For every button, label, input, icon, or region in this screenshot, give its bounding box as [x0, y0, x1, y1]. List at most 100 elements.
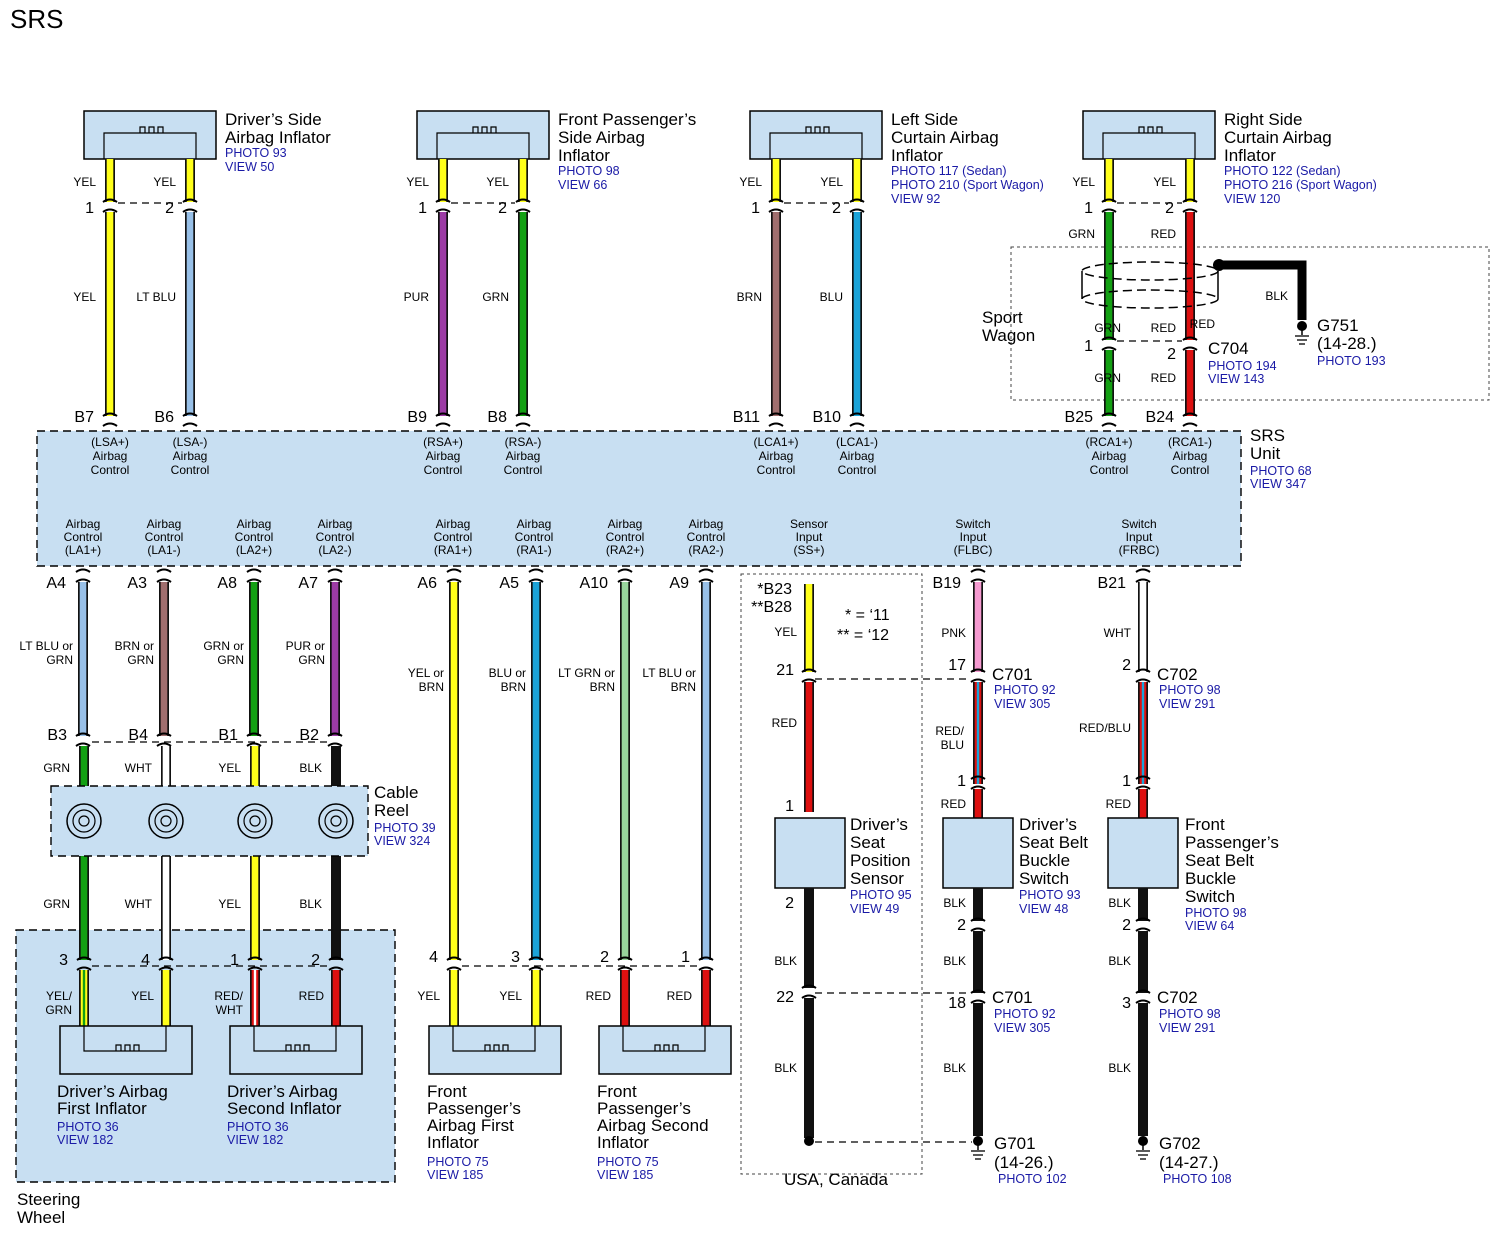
- note-11: * = ‘11: [845, 607, 890, 624]
- wire-color-label: GRN: [1094, 371, 1121, 385]
- passenger_buckle-connector-cap: [1135, 678, 1151, 683]
- wire-lower: [450, 970, 458, 1026]
- c704-name: C704: [1208, 339, 1249, 358]
- wire-color-label: RED: [1190, 317, 1216, 331]
- unit-pin: A5: [499, 575, 519, 592]
- unit-function: (LA1-): [147, 543, 180, 557]
- ground-photo: PHOTO 108: [1163, 1172, 1232, 1186]
- wire-color-label: RED/: [214, 989, 243, 1003]
- seat-position-sensor-name: Position: [850, 851, 910, 870]
- page-title: SRS: [10, 4, 63, 34]
- connector-cap: [156, 578, 172, 583]
- srs-unit-box: [36, 430, 1242, 567]
- c704-photo: PHOTO 194: [1208, 359, 1277, 373]
- connector-pin: 1: [681, 949, 690, 966]
- passenger_buckle-connector-cap: [1135, 999, 1151, 1004]
- unit-function: Control: [91, 463, 130, 477]
- inflator-name: Passenger’s: [597, 1099, 691, 1118]
- sensor-wire: [805, 584, 813, 672]
- srs-unit-name: Unit: [1250, 444, 1281, 463]
- unit-function: Control: [515, 530, 554, 544]
- unit-function: (RA2-): [688, 543, 723, 557]
- ground-ref: (14-27.): [1159, 1153, 1219, 1172]
- wire-color-label: BLK: [299, 897, 322, 911]
- wire-color-label: RED: [1151, 321, 1177, 335]
- unit-function: (LSA+): [91, 435, 129, 449]
- wire-upper: [519, 159, 527, 202]
- wire-color-label: PUR: [404, 290, 430, 304]
- inflator-name: Airbag First: [427, 1116, 514, 1135]
- c704-pin: 2: [1167, 346, 1176, 363]
- unit-function: Input: [1126, 530, 1153, 544]
- connector-cap: [1182, 412, 1198, 417]
- g751-photo: PHOTO 193: [1317, 354, 1386, 368]
- wire-color-label: BLU or: [489, 666, 526, 680]
- sensor-connector-cap: [801, 984, 817, 989]
- unit-function: Control: [434, 530, 473, 544]
- pin-number: 1: [751, 200, 760, 217]
- unit-function: Airbag: [93, 449, 128, 463]
- passenger_buckle-connector-cap: [1135, 927, 1151, 932]
- wire-color-label: LT GRN or: [558, 666, 615, 680]
- connector-cap: [182, 208, 198, 213]
- wire-color-label: YEL: [218, 761, 241, 775]
- connector-pin: 1: [230, 952, 239, 969]
- connector-cap: [515, 412, 531, 417]
- unit-function: Control: [235, 530, 274, 544]
- unit-function: Control: [838, 463, 877, 477]
- left-curtain-ref: PHOTO 117 (Sedan): [891, 164, 1007, 178]
- connector-cap: [446, 578, 462, 583]
- inflator-name: Second Inflator: [227, 1099, 342, 1118]
- sport-wagon-label: Wagon: [982, 326, 1035, 345]
- connector-cap: [327, 732, 343, 737]
- connector-pin: 3: [59, 952, 68, 969]
- unit-function: (FRBC): [1119, 543, 1160, 557]
- connector-cap: [849, 422, 865, 427]
- wire-color-label: RED: [1106, 797, 1132, 811]
- seat-position-sensor-name: Sensor: [850, 869, 904, 888]
- unit-function: Control: [145, 530, 184, 544]
- connector-cap: [768, 208, 784, 213]
- cable-reel-coil: [237, 803, 273, 839]
- inflator-view: VIEW 182: [57, 1133, 113, 1147]
- unit-function: (RCA1+): [1085, 435, 1132, 449]
- connector-cap: [515, 198, 531, 203]
- driver-side-ref: PHOTO 93: [225, 146, 287, 160]
- connector-cap: [246, 568, 262, 573]
- wire-color-label: WHT: [1104, 626, 1132, 640]
- wire-color-label: GRN: [127, 653, 154, 667]
- wire-color-label: RED/: [935, 724, 964, 738]
- wire-upper: [702, 582, 710, 960]
- sensor-connector-cap: [801, 668, 817, 673]
- wire-lower: [853, 212, 861, 416]
- connector-cap: [768, 422, 784, 427]
- connector-cap: [698, 578, 714, 583]
- passenger-side-name: Side Airbag: [558, 128, 645, 147]
- wire-color-label: GRN: [45, 1003, 72, 1017]
- connector-cap: [75, 732, 91, 737]
- c704-pin: 1: [1084, 338, 1093, 355]
- wire-upper: [450, 582, 458, 960]
- unit-function: Control: [171, 463, 210, 477]
- connector-pin: B4: [128, 727, 148, 744]
- wire-color-label: YEL/: [46, 989, 73, 1003]
- connector-cap: [849, 412, 865, 417]
- unit-pin: A9: [669, 575, 689, 592]
- seat-position-sensor-name: Driver’s: [850, 815, 908, 834]
- unit-pin: A7: [298, 575, 318, 592]
- unit-pin: B7: [74, 409, 94, 426]
- wire-lower: [621, 970, 629, 1026]
- usa-canada-region: [740, 573, 923, 1175]
- wire-color-label: RED: [772, 716, 798, 730]
- wire-upper: [532, 582, 540, 960]
- left-curtain-name: Left Side: [891, 110, 958, 129]
- shield-drain-splice: [1213, 259, 1225, 271]
- wire-color-label: WHT: [125, 897, 153, 911]
- inflator-name: Front: [427, 1082, 467, 1101]
- connector-cap: [76, 956, 92, 961]
- driver_buckle-connector-cap: [970, 678, 986, 683]
- unit-function: Switch: [1121, 517, 1156, 531]
- passenger-side-name: Inflator: [558, 146, 610, 165]
- driver-second-inflator-squib: [285, 1044, 310, 1051]
